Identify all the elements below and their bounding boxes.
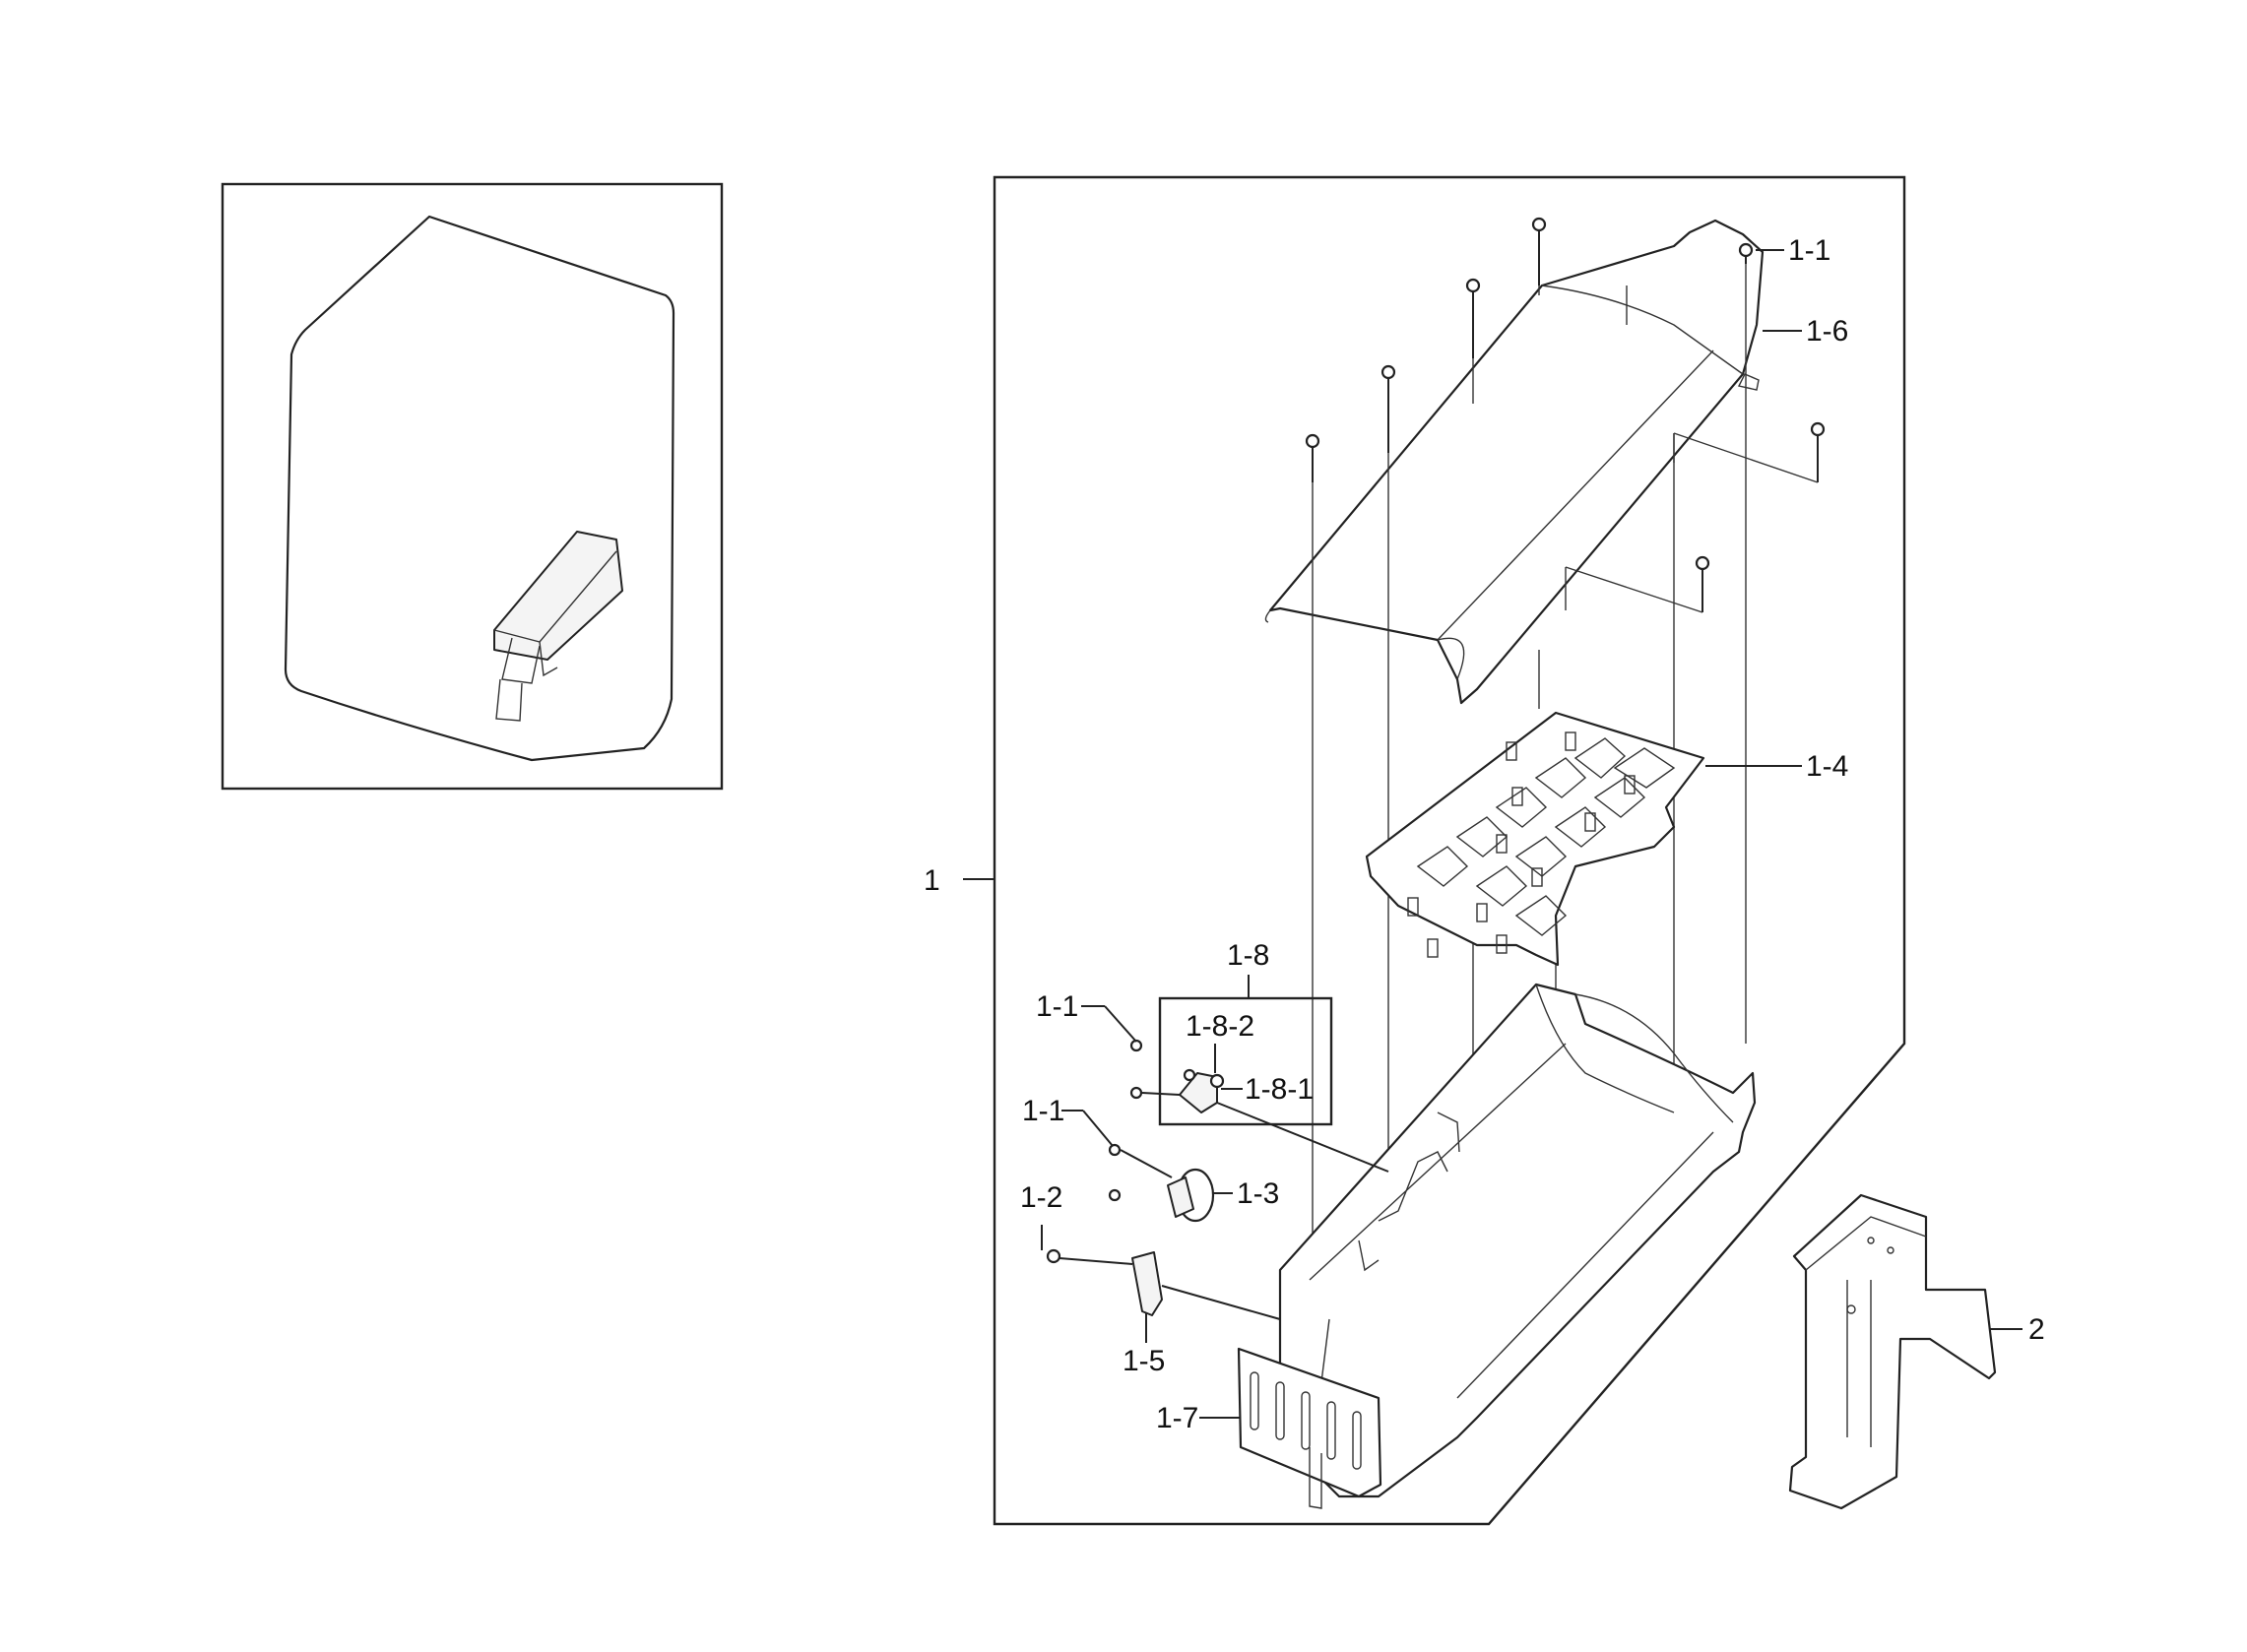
screw xyxy=(1305,433,1320,482)
label-1-5: 1-5 xyxy=(1123,1345,1165,1377)
label-1-8: 1-8 xyxy=(1227,939,1269,972)
heater-element-plate xyxy=(1365,711,1705,967)
thermal-fuse xyxy=(1108,1143,1215,1223)
leader-lines xyxy=(963,249,2022,1419)
label-1-1-a: 1-1 xyxy=(1036,990,1078,1023)
hi-limit-thermostat xyxy=(1046,1248,1281,1320)
callout-labels: 1-1 1-6 1-4 1 1-8 1-1 1-8-2 1-8-1 1-1 1-… xyxy=(924,234,2045,1434)
screw xyxy=(1380,364,1396,453)
overview-frame xyxy=(221,182,724,791)
overview-inset xyxy=(221,182,724,791)
heater-duct-cover xyxy=(1264,219,1765,705)
label-1-3: 1-3 xyxy=(1237,1177,1279,1210)
screws-top xyxy=(1305,217,1826,612)
overview-heater-assembly xyxy=(493,531,623,722)
screw xyxy=(1738,242,1754,264)
label-1-1-top: 1-1 xyxy=(1788,234,1830,267)
dryer-cabinet-outline xyxy=(284,215,675,762)
screw xyxy=(1531,217,1547,286)
screw xyxy=(1465,278,1481,358)
label-1-6: 1-6 xyxy=(1806,315,1848,348)
subassembly-frame xyxy=(1158,996,1333,1126)
screw xyxy=(1810,421,1826,482)
label-1: 1 xyxy=(924,864,940,897)
mounting-bracket xyxy=(1788,1193,1997,1510)
label-1-7: 1-7 xyxy=(1156,1402,1198,1434)
thermostat-subassembly xyxy=(1129,996,1389,1173)
label-1-8-2: 1-8-2 xyxy=(1186,1010,1254,1043)
label-2: 2 xyxy=(2028,1313,2045,1346)
label-1-8-1: 1-8-1 xyxy=(1245,1073,1314,1106)
label-1-1-b: 1-1 xyxy=(1022,1095,1064,1127)
assembly-frame xyxy=(993,175,1906,1526)
front-bracket-panel xyxy=(1237,1347,1382,1509)
label-1-2: 1-2 xyxy=(1020,1181,1062,1214)
label-1-4: 1-4 xyxy=(1806,750,1848,783)
heater-housing xyxy=(1278,983,1757,1498)
screw xyxy=(1695,555,1710,612)
assembly-guide-lines xyxy=(1312,264,1819,1300)
